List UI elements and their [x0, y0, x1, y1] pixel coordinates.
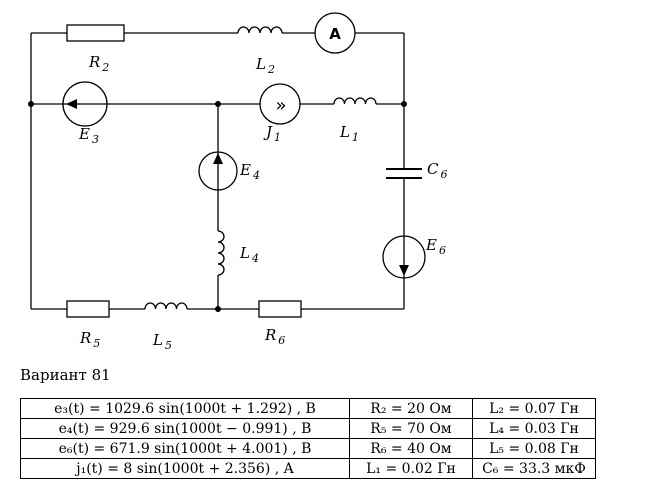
table-cell: L₄ = 0.03 Гн [472, 418, 596, 439]
table-cell: e₆(t) = 671.9 sin(1000t + 4.001) , B [20, 438, 350, 459]
table-cell: C₆ = 33.3 мкФ [472, 458, 596, 479]
inductor-l2 [237, 26, 283, 34]
arrow-e3 [66, 99, 77, 109]
table-cell: L₅ = 0.08 Гн [472, 438, 596, 459]
resistor-r6 [258, 300, 302, 318]
table-cell: R₂ = 20 Ом [349, 398, 473, 419]
table-row: e₆(t) = 671.9 sin(1000t + 4.001) , B R₆ … [20, 438, 596, 459]
current-source-j1-symbol: » [275, 95, 286, 116]
inductor-l5 [144, 302, 188, 310]
ammeter [314, 12, 356, 54]
table-cell: L₁ = 0.02 Гн [349, 458, 473, 479]
table-cell: R₆ = 40 Ом [349, 438, 473, 459]
junction-dot [28, 101, 34, 107]
resistor-r5 [66, 300, 110, 318]
resistor-r2 [66, 24, 125, 42]
junction-dot [215, 306, 221, 312]
junction-dot [401, 101, 407, 107]
parameters-table: e₃(t) = 1029.6 sin(1000t + 1.292) , B R₂… [20, 398, 596, 479]
variant-label: Вариант 81 [20, 366, 111, 384]
table-row: e₃(t) = 1029.6 sin(1000t + 1.292) , B R₂… [20, 398, 596, 419]
junction-dot [215, 101, 221, 107]
inductor-l4 [217, 230, 225, 276]
table-row: e₄(t) = 929.6 sin(1000t − 0.991) , B R₅ … [20, 418, 596, 439]
current-source-j1 [259, 83, 301, 125]
inductor-l1 [333, 97, 377, 105]
arrow-e4 [213, 153, 223, 164]
table-cell: e₄(t) = 929.6 sin(1000t − 0.991) , B [20, 418, 350, 439]
table-row: j₁(t) = 8 sin(1000t + 2.356) , A L₁ = 0.… [20, 458, 596, 479]
arrow-e6 [399, 265, 409, 276]
table-cell: L₂ = 0.07 Гн [472, 398, 596, 419]
ammeter-letter: A [329, 25, 341, 43]
table-cell: j₁(t) = 8 sin(1000t + 2.356) , A [20, 458, 350, 479]
table-cell: e₃(t) = 1029.6 sin(1000t + 1.292) , B [20, 398, 350, 419]
table-cell: R₅ = 70 Ом [349, 418, 473, 439]
